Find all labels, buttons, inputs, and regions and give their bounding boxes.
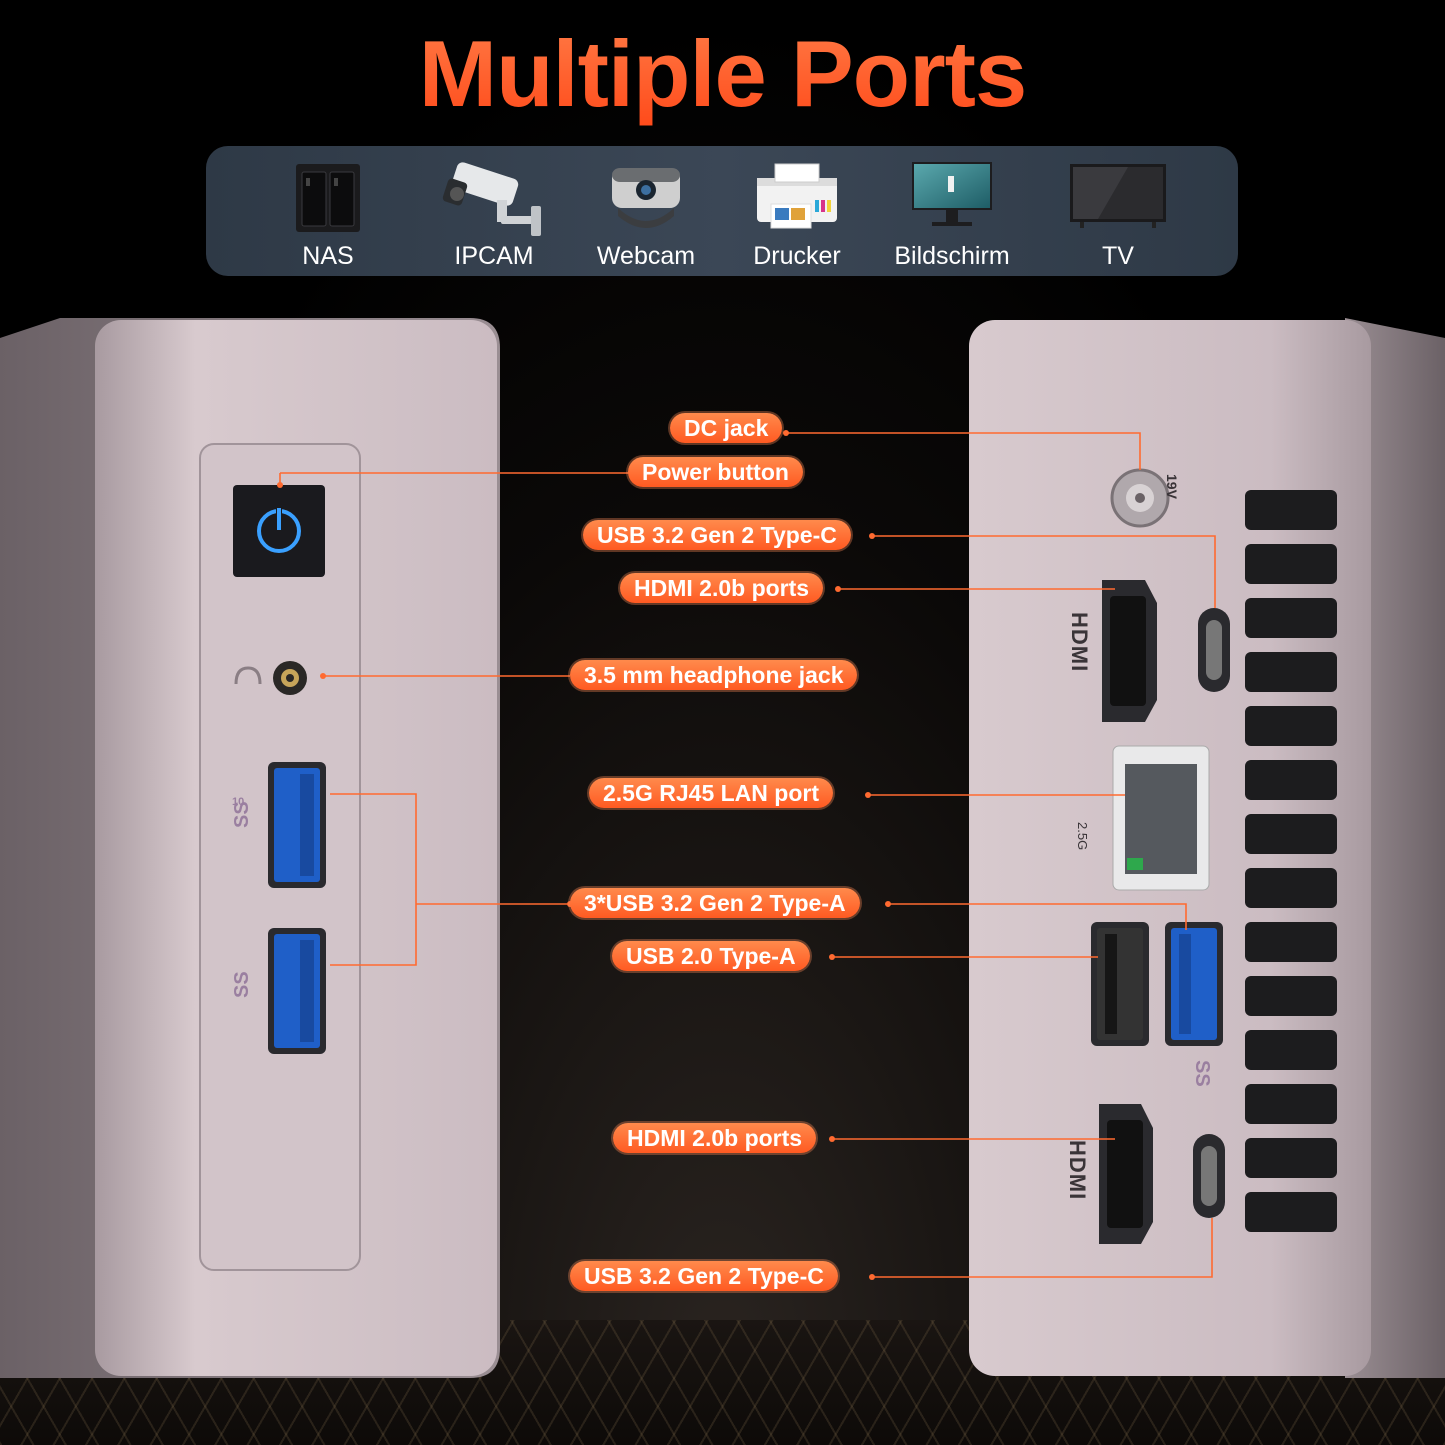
nas-icon (296, 164, 360, 232)
device-bar: NAS IPCAM Webcam (206, 146, 1238, 276)
device-tv: TV (1043, 146, 1193, 276)
label-usbc-top: USB 3.2 Gen 2 Type-C (583, 520, 851, 550)
label-power-button: Power button (628, 457, 803, 487)
device-ipcam: IPCAM (419, 146, 569, 276)
device-label: Webcam (596, 242, 696, 270)
mini-pc-front: SS SS (0, 318, 500, 1378)
device-label: IPCAM (454, 242, 534, 270)
label-usba-gen2: 3*USB 3.2 Gen 2 Type-A (570, 888, 860, 918)
device-label: NAS (302, 242, 354, 270)
device-printer: Drucker (722, 146, 872, 276)
label-lan-port: 2.5G RJ45 LAN port (589, 778, 833, 808)
label-headphone-jack: 3.5 mm headphone jack (570, 660, 858, 690)
label-dc-jack: DC jack (670, 413, 783, 443)
mini-pc-rear (969, 318, 1445, 1378)
monitor-icon (912, 162, 992, 226)
label-hdmi-top: HDMI 2.0b ports (620, 573, 824, 603)
label-hdmi-bottom: HDMI 2.0b ports (613, 1123, 817, 1153)
label-usb20: USB 2.0 Type-A (612, 941, 810, 971)
printer-icon (757, 163, 837, 229)
device-label: Drucker (753, 242, 841, 270)
svg-text:SS: SS (231, 971, 253, 998)
device-nas: NAS (253, 146, 403, 276)
webcam-icon (612, 168, 680, 228)
page-title: Multiple Ports (0, 20, 1445, 128)
ss-speed-marking: 10 (232, 796, 245, 808)
device-label: TV (1102, 242, 1134, 270)
device-label: Bildschirm (894, 242, 1010, 270)
device-webcam: Webcam (571, 146, 721, 276)
tv-icon (1070, 164, 1166, 228)
ipcam-icon (442, 162, 541, 236)
svg-text:SS: SS (231, 801, 253, 828)
label-usbc-bottom: USB 3.2 Gen 2 Type-C (570, 1261, 838, 1291)
device-monitor: Bildschirm (877, 146, 1027, 276)
